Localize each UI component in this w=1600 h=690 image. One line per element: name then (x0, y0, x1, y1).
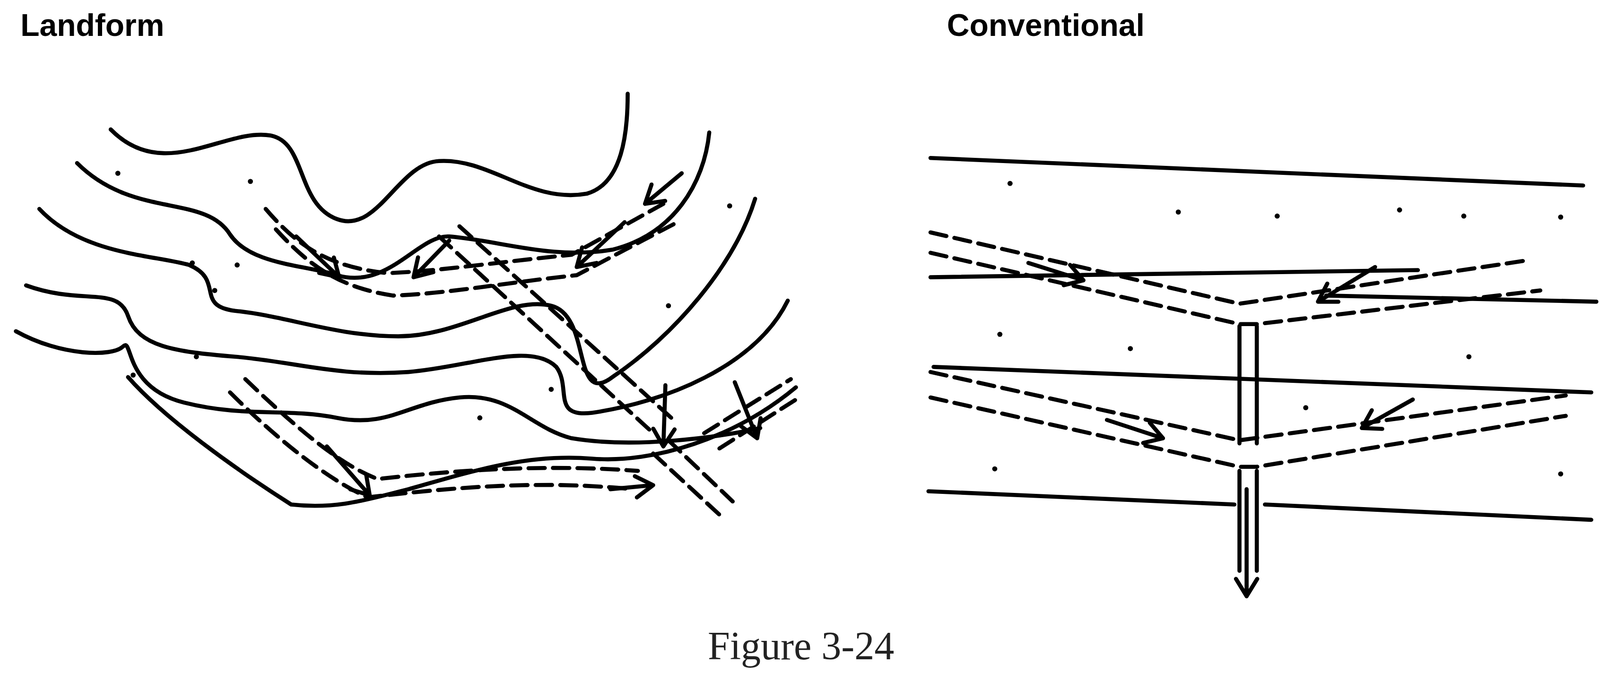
flow-arrow (296, 236, 340, 278)
flow-arrow (576, 222, 625, 268)
flow-arrow (1235, 489, 1258, 597)
flow-arrow (1028, 262, 1084, 286)
panel-heading: Landform (20, 8, 165, 43)
flow-arrow (1106, 420, 1164, 444)
conventional-dots (992, 181, 1564, 477)
flow-arrows (296, 173, 1413, 597)
flow-arrow (644, 173, 682, 205)
flow-arrow (326, 446, 370, 496)
flow-arrow (610, 476, 654, 498)
flow-arrow (413, 240, 450, 278)
flow-arrow (734, 382, 761, 439)
flow-arrow (1318, 267, 1376, 303)
landform-swales (229, 203, 796, 515)
figure-caption: Figure 3-24 (707, 624, 895, 669)
flow-arrow (653, 385, 675, 447)
conventional-swales (930, 232, 1566, 468)
landform-dots (115, 170, 733, 421)
panel-heading: Conventional (947, 8, 1145, 43)
flow-arrow (1361, 399, 1413, 429)
conventional-grades (928, 157, 1597, 571)
landform-contours (16, 93, 797, 506)
